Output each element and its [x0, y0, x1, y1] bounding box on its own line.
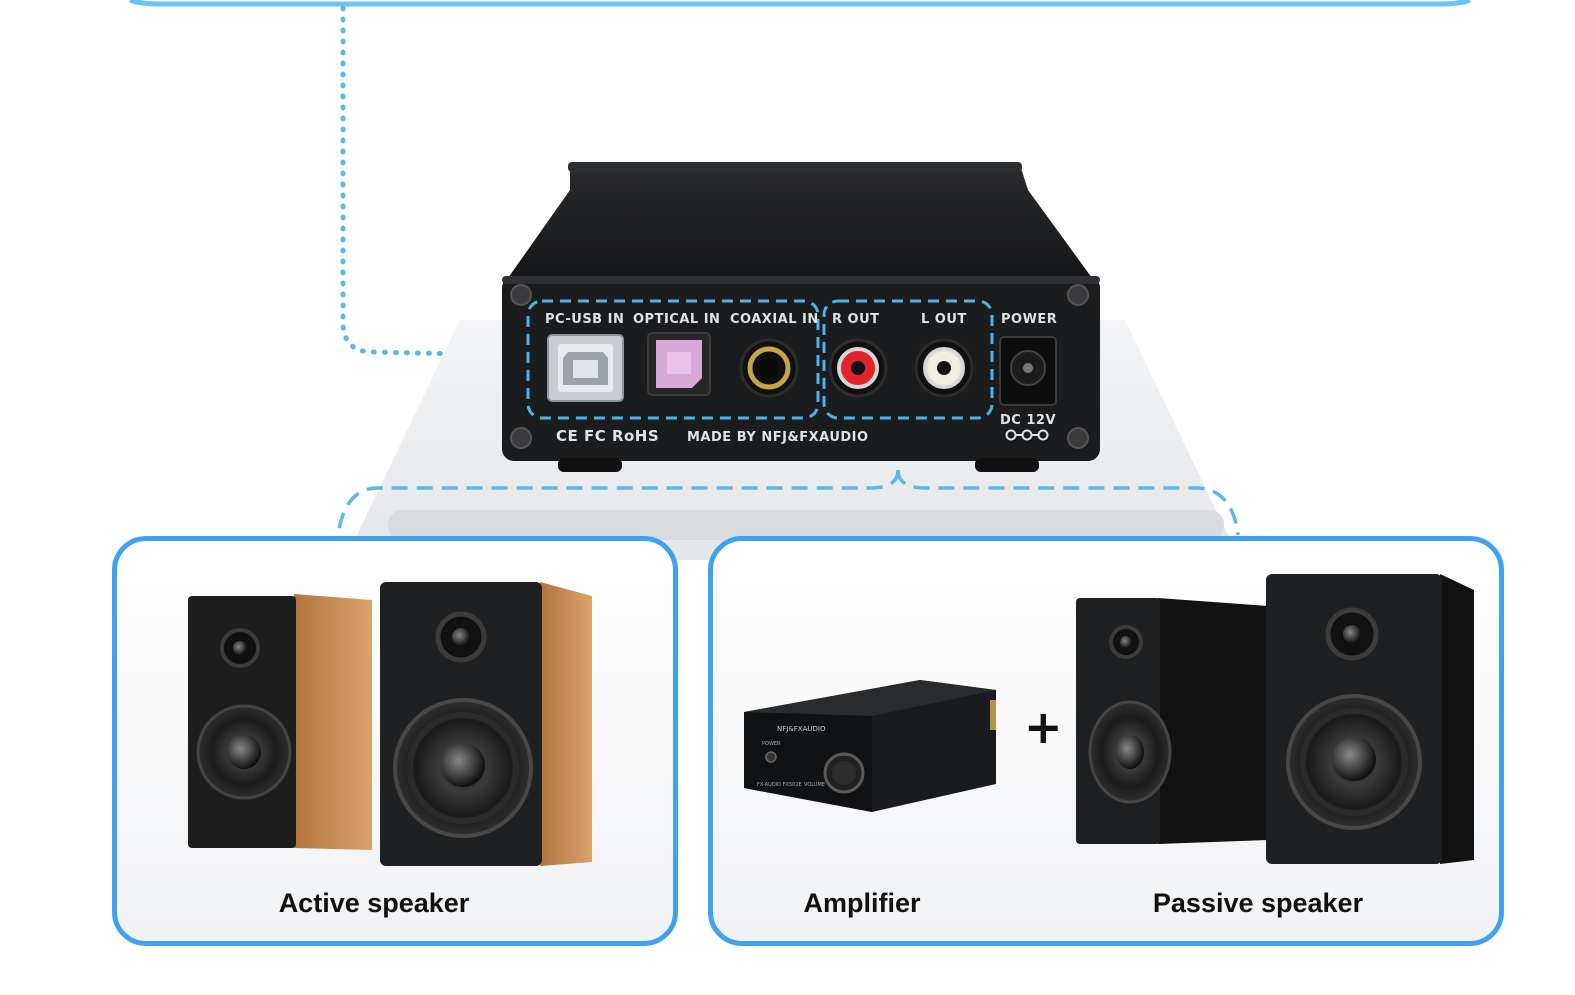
maker-label: MADE BY NFJ&FXAUDIO [687, 430, 869, 445]
amp-label-volume: VOLUME [804, 782, 825, 788]
amp-label-model: FX-AUDIO FX502E [757, 782, 802, 788]
coaxial-port [739, 338, 799, 398]
power-port [999, 336, 1057, 406]
passive-speaker-back [1076, 598, 1268, 844]
amp-label-power: POWER [762, 741, 781, 747]
amplifier-label: Amplifier [803, 888, 921, 918]
l-out-label: L OUT [921, 312, 967, 327]
r-out-label: R OUT [832, 312, 880, 327]
passive-speaker-label: Passive speaker [1152, 888, 1364, 918]
amplifier-device: NFJ&FXAUDIO POWER FX-AUDIO FX502E VOLUME [744, 680, 996, 812]
active-speaker-front [380, 582, 592, 866]
top-panel-edge [129, 0, 1471, 7]
usb-port-label: PC-USB IN [545, 312, 624, 327]
active-speaker-back [188, 594, 372, 850]
optical-port [647, 332, 711, 396]
optical-port-label: OPTICAL IN [633, 312, 720, 327]
polarity-icon [1005, 429, 1049, 441]
plus-sign: + [1024, 700, 1063, 754]
certification-marks: CE FC RoHS [556, 427, 659, 445]
r-out-port [828, 338, 888, 398]
active-speaker-label: Active speaker [278, 888, 470, 918]
coaxial-port-label: COAXIAL IN [730, 312, 819, 327]
passive-speaker-front [1266, 574, 1474, 864]
usb-port [547, 334, 624, 402]
amplifier-brand: NFJ&FXAUDIO [777, 725, 826, 733]
l-out-port [914, 338, 974, 398]
dac-device: PC-USB IN OPTICAL IN COAXIAL IN R OUT L … [502, 162, 1100, 472]
dashed-output-line [336, 420, 900, 536]
power-spec: DC 12V [1000, 413, 1056, 428]
power-port-label: POWER [1001, 312, 1057, 327]
dotted-usb-line [340, 5, 511, 358]
